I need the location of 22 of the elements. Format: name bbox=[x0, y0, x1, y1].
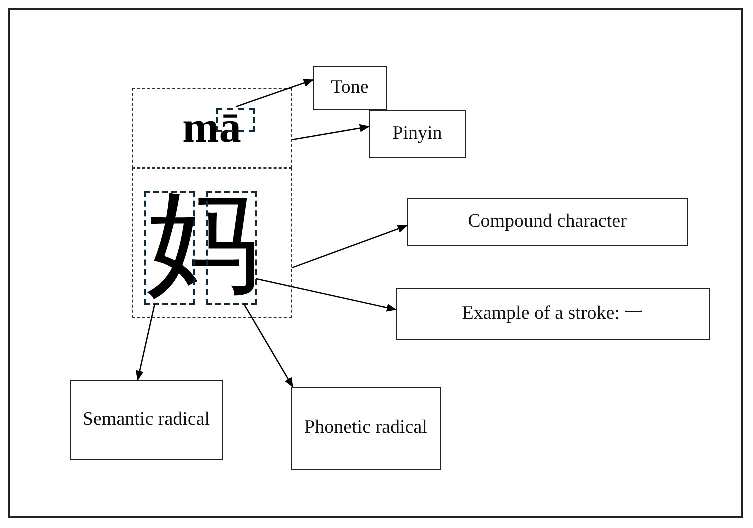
label-text: Semantic radical bbox=[82, 408, 210, 432]
arrow bbox=[243, 304, 294, 388]
arrow bbox=[292, 124, 370, 141]
label-box bbox=[369, 110, 466, 158]
label-text: Compound character bbox=[468, 210, 627, 234]
label-text: Tone bbox=[331, 76, 369, 100]
character-text: 妈 bbox=[146, 187, 260, 299]
arrow bbox=[292, 225, 408, 269]
arrow bbox=[256, 278, 397, 312]
label-box bbox=[291, 387, 441, 470]
arrow bbox=[236, 79, 314, 108]
label-box bbox=[313, 66, 387, 110]
character-panel bbox=[132, 88, 292, 168]
label-box bbox=[70, 380, 223, 460]
pinyin-text: mā bbox=[182, 106, 242, 150]
label-text: Phonetic radical bbox=[304, 416, 428, 440]
label-box bbox=[407, 198, 688, 246]
label-text: Example of a stroke: 一 bbox=[462, 302, 644, 326]
character-panel bbox=[132, 168, 292, 318]
label-text: Pinyin bbox=[392, 122, 442, 146]
label-box bbox=[396, 288, 710, 340]
arrow bbox=[136, 304, 156, 381]
